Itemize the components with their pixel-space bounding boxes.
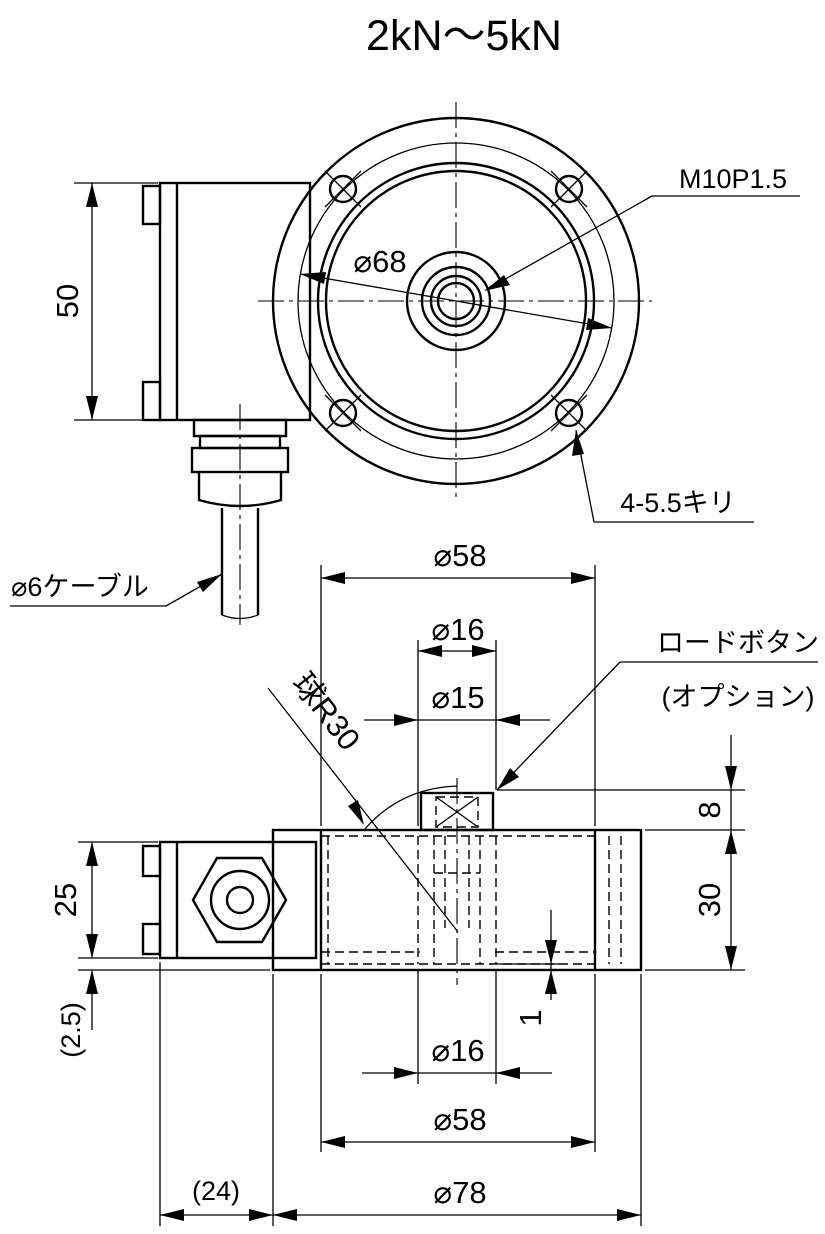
dim-58-bottom-label: ⌀58 [433, 1102, 486, 1137]
dim-50-label: 50 [50, 284, 85, 318]
dim-24-label: (24) [192, 1176, 240, 1206]
dim-68-label: ⌀68 [353, 244, 406, 279]
dim-78-label: ⌀78 [433, 1175, 486, 1210]
dim-8: 8 [497, 735, 745, 831]
dim-16-top: ⌀16 [417, 612, 497, 826]
drawing-title: 2kN～5kN [366, 12, 562, 60]
connector-block [158, 840, 318, 960]
housing-tab [141, 844, 162, 878]
dim-24-78: (24) ⌀78 [159, 962, 642, 1226]
dim-30: 30 [645, 830, 745, 971]
dim-2-5: (2.5) [56, 969, 270, 1058]
holes-leader: 4-5.5キリ [572, 429, 754, 523]
mounting-hole [328, 174, 358, 204]
dim-25-label: 25 [48, 883, 83, 917]
load-button-leader: ロードボタン (オプション) [496, 628, 819, 791]
dim-16-bottom: ⌀16 [362, 970, 552, 1084]
dim-25: 25 [48, 841, 158, 959]
dim-8-label: 8 [692, 801, 727, 818]
cable-hole [225, 885, 255, 915]
cable-gland [190, 404, 290, 625]
housing-tab [141, 184, 162, 226]
mounting-hole [554, 174, 584, 204]
connector-housing [158, 181, 312, 422]
housing-tab [141, 922, 162, 956]
side-view: ⌀58 ⌀16 ⌀15 球R30 ロードボ [48, 538, 819, 1226]
sphere-radius-leader: 球R30 [267, 666, 459, 933]
top-view: 50 ⌀68 M10P1.5 4-5.5キリ ⌀6ケーブ [10, 102, 800, 625]
dim-16-bottom-label: ⌀16 [431, 1033, 484, 1068]
dim-inner-dia: ⌀68 [299, 244, 613, 330]
load-button-option-label: (オプション) [662, 682, 815, 712]
dim-16-top-label: ⌀16 [431, 612, 484, 647]
mounting-holes [324, 170, 588, 432]
dim-1: 1 [498, 910, 560, 1027]
dim-50: 50 [50, 182, 158, 421]
dim-58-bottom: ⌀58 [320, 974, 596, 1152]
dim-2-5-label: (2.5) [56, 1002, 86, 1058]
cable-leader: ⌀6ケーブル [10, 572, 223, 607]
mounting-hole [554, 398, 584, 428]
holes-label: 4-5.5キリ [620, 488, 736, 518]
dim-1-label: 1 [513, 1009, 548, 1026]
sphere-label: 球R30 [285, 666, 367, 757]
cable-label: ⌀6ケーブル [11, 572, 149, 602]
load-button-label: ロードボタン [657, 628, 819, 658]
dim-15: ⌀15 [364, 680, 550, 726]
dim-30-label: 30 [692, 883, 727, 917]
dim-58-top-label: ⌀58 [433, 538, 486, 573]
hex-nut [191, 856, 288, 944]
housing-tab [141, 380, 162, 422]
thread-label: M10P1.5 [679, 164, 787, 194]
dim-15-label: ⌀15 [431, 680, 484, 715]
dim-58-top: ⌀58 [320, 538, 596, 826]
mounting-hole [328, 398, 358, 428]
thread-leader: M10P1.5 [484, 164, 800, 291]
